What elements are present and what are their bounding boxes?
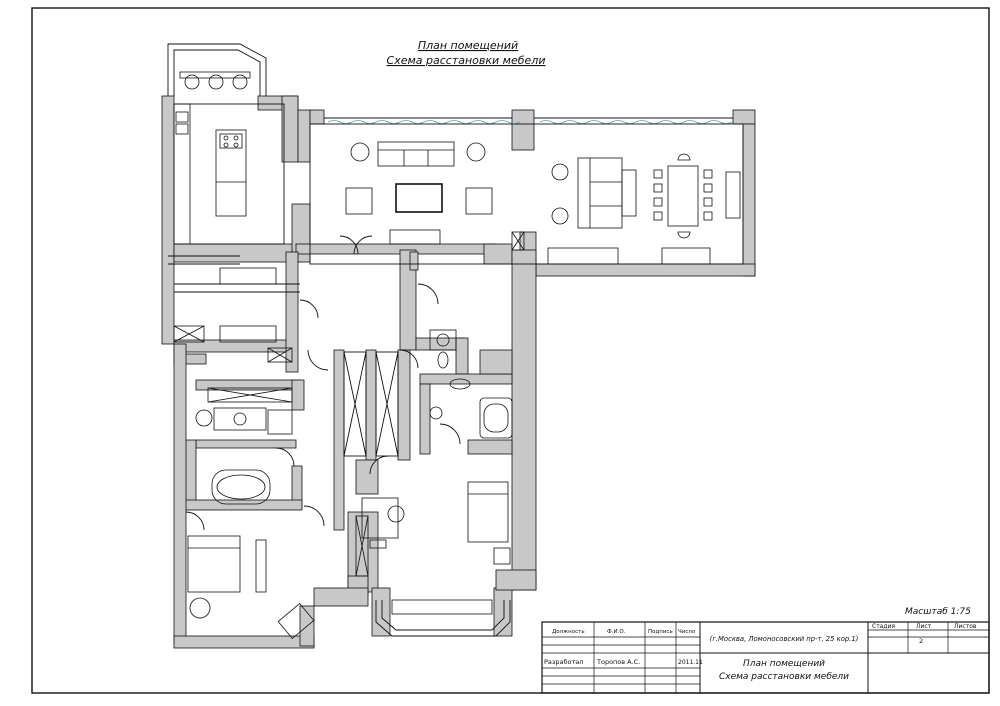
sheet-frame: [31, 7, 990, 694]
walls: [161, 95, 756, 649]
tb-developer-name: Торопов А.С.: [596, 658, 640, 666]
outlines: [167, 43, 744, 637]
tb-header-name: Ф.И.О.: [607, 629, 626, 635]
tb-sheet-title-1: План помещений: [743, 659, 825, 669]
tb-header-position: Должность: [552, 629, 585, 635]
tb-developer-date: 2011.11: [678, 659, 703, 666]
tb-header-date: Число: [678, 629, 696, 635]
plan-title: План помещений: [418, 39, 518, 52]
tb-developer-role: Разработал: [544, 658, 583, 666]
title-block-text: Должность Ф.И.О. Подпись Число (г.Москва…: [544, 623, 977, 682]
tb-stage-header: Стадия: [872, 623, 895, 630]
furniture: [173, 71, 741, 639]
tb-sheets-header: Листов: [954, 623, 977, 630]
tb-sheet-number: 2: [919, 637, 923, 645]
tb-sheet-header: Лист: [916, 623, 932, 630]
tb-header-signature: Подпись: [648, 629, 673, 635]
plan-subtitle: Схема расстановки мебели: [387, 54, 546, 67]
windows: [327, 120, 733, 124]
tb-sheet-title-2: Схема расстановки мебели: [719, 672, 849, 682]
scale-label: Масштаб 1:75: [905, 607, 971, 617]
tb-address: (г.Москва, Ломоносовский пр-т, 25 кор.1): [710, 635, 859, 643]
floor-plan: [161, 43, 756, 649]
title-block: [541, 621, 990, 694]
